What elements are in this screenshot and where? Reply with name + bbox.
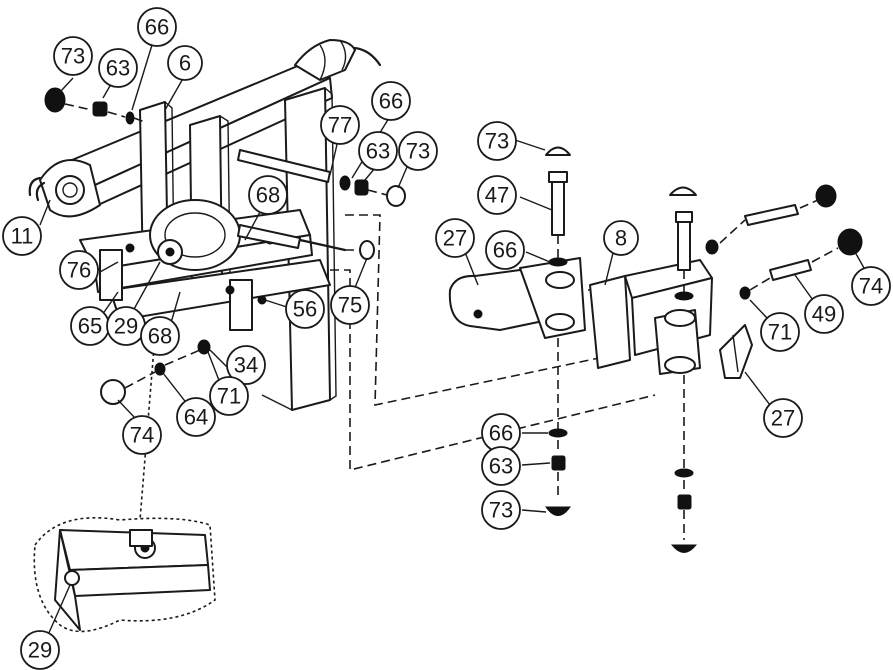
callout-66: 66 — [371, 81, 411, 121]
callout-73-label: 73 — [489, 498, 513, 523]
callout-71-label: 71 — [768, 320, 792, 345]
callout-6: 6 — [167, 45, 203, 81]
callout-66-label: 66 — [145, 15, 169, 40]
callout-71: 71 — [209, 376, 249, 416]
callout-73: 73 — [477, 121, 517, 161]
callout-73-label: 73 — [61, 44, 85, 69]
callout-49-label: 49 — [812, 302, 836, 327]
callout-6-label: 6 — [179, 51, 191, 76]
callout-77-label: 77 — [328, 113, 352, 138]
callout-77: 77 — [320, 105, 360, 145]
callout-34: 34 — [226, 345, 266, 385]
callout-27-label: 27 — [771, 406, 795, 431]
callout-47-label: 47 — [485, 183, 509, 208]
callout-27: 27 — [435, 218, 475, 258]
callout-8-label: 8 — [615, 226, 627, 251]
callout-49: 49 — [804, 294, 844, 334]
callout-73-label: 73 — [406, 139, 430, 164]
callout-68: 68 — [248, 175, 288, 215]
callout-65-label: 65 — [78, 314, 102, 339]
callout-71: 71 — [760, 312, 800, 352]
callout-74-label: 74 — [859, 274, 883, 299]
callout-29: 29 — [20, 630, 60, 670]
callout-63: 63 — [481, 446, 521, 486]
callout-68-label: 68 — [148, 324, 172, 349]
callout-75: 75 — [330, 285, 370, 325]
callout-64: 64 — [176, 397, 216, 437]
callout-74: 74 — [851, 266, 891, 306]
callout-47: 47 — [477, 175, 517, 215]
callout-11: 11 — [2, 216, 42, 256]
callout-68: 68 — [140, 316, 180, 356]
callout-66-label: 66 — [489, 421, 513, 446]
callout-56-label: 56 — [293, 297, 317, 322]
callout-66: 66 — [481, 413, 521, 453]
detail-inset — [33, 517, 216, 633]
callout-27: 27 — [763, 398, 803, 438]
callout-29-label: 29 — [114, 314, 138, 339]
callout-68-label: 68 — [256, 183, 280, 208]
callout-66: 66 — [485, 230, 525, 270]
callout-66-label: 66 — [493, 238, 517, 263]
callout-66-label: 66 — [379, 89, 403, 114]
callout-74: 74 — [122, 415, 162, 455]
callout-63: 63 — [358, 131, 398, 171]
callout-63-label: 63 — [106, 56, 130, 81]
callout-8: 8 — [603, 220, 639, 256]
callout-56: 56 — [285, 289, 325, 329]
callout-29: 29 — [106, 306, 146, 346]
callout-76: 76 — [59, 250, 99, 290]
frame-assembly — [28, 39, 382, 411]
left-hardware — [44, 87, 406, 405]
callout-65: 65 — [70, 306, 110, 346]
callout-73-label: 73 — [485, 129, 509, 154]
callout-73: 73 — [481, 490, 521, 530]
callout-63-label: 63 — [489, 454, 513, 479]
callout-27-label: 27 — [443, 226, 467, 251]
callout-29-label: 29 — [28, 638, 52, 663]
callout-63-label: 63 — [366, 139, 390, 164]
callout-11-label: 11 — [11, 224, 34, 249]
callout-73: 73 — [53, 36, 93, 76]
callout-64-label: 64 — [184, 405, 208, 430]
callout-63: 63 — [98, 48, 138, 88]
callout-66: 66 — [137, 7, 177, 47]
callout-74-label: 74 — [130, 423, 154, 448]
callout-75-label: 75 — [338, 293, 362, 318]
hitch-assembly — [448, 146, 863, 553]
callout-71-label: 71 — [217, 384, 241, 409]
callout-76-label: 76 — [67, 258, 91, 283]
callout-34-label: 34 — [234, 353, 258, 378]
callout-73: 73 — [398, 131, 438, 171]
